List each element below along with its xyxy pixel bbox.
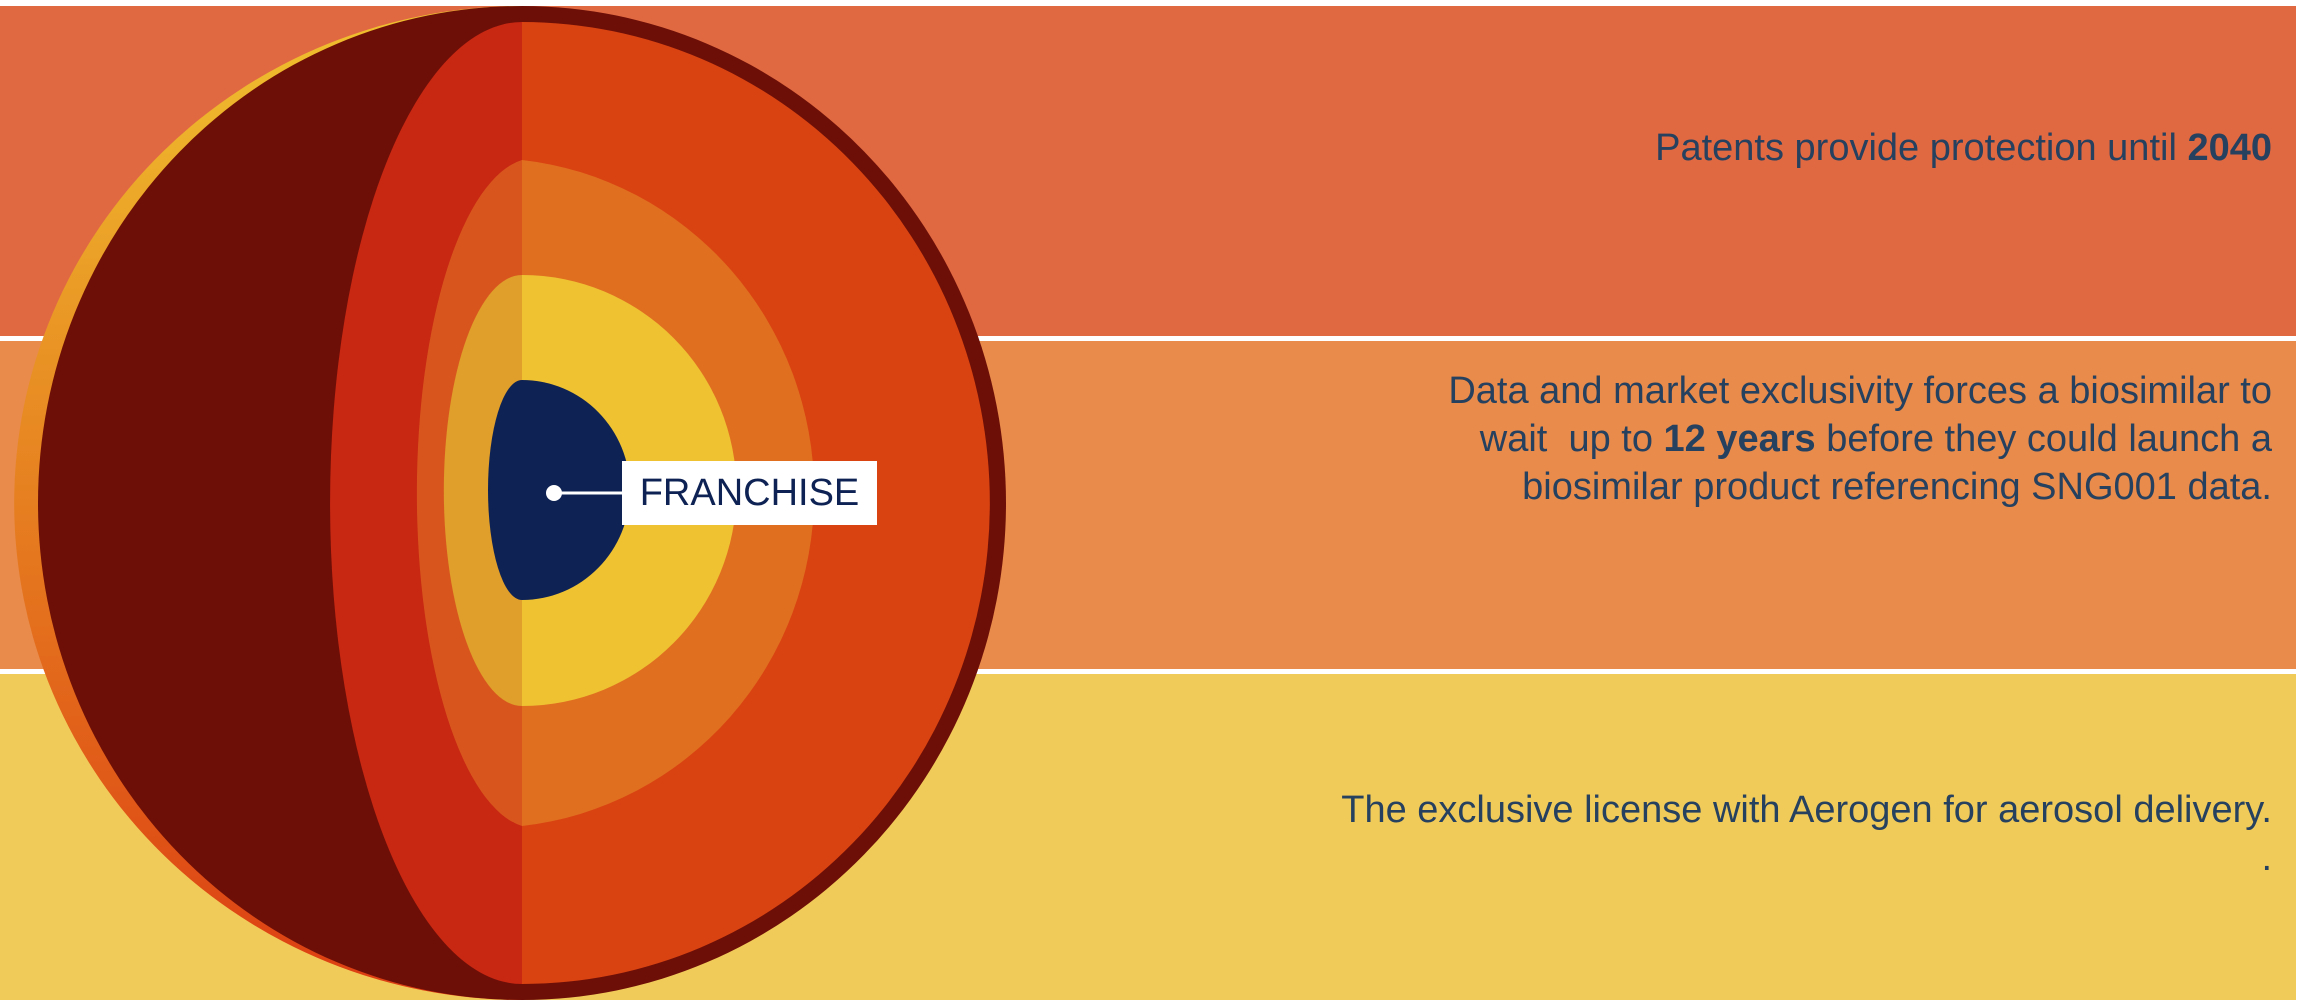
core-right [522,380,630,600]
exclusivity-line-1: Data and market exclusivity forces a bio… [1448,370,2272,412]
license-line-1: The exclusive license with Aerogen for a… [1341,789,2272,831]
exclusivity-line-2-before: wait up to [1479,418,1664,460]
franchise-label: FRANCHISE [622,461,877,525]
patents-year: 2040 [2187,127,2272,169]
license-text: The exclusive license with Aerogen for a… [1341,786,2272,882]
cut-face-inner-core [443,275,522,706]
license-line-2: . [2261,837,2272,879]
exclusivity-line-3: biosimilar product referencing SNG001 da… [1522,466,2272,508]
exclusivity-line-2: wait up to 12 years before they could la… [1448,415,2272,463]
patents-text: Patents provide protection until 2040 [1655,124,2272,172]
core-pointer-dot [546,485,562,501]
exclusivity-text: Data and market exclusivity forces a bio… [1448,367,2272,511]
core-left [488,380,522,600]
exclusivity-years: 12 years [1663,418,1816,460]
patents-text-before: Patents provide protection until [1655,127,2188,169]
exclusivity-line-2-after: before they could launch a [1815,418,2272,460]
